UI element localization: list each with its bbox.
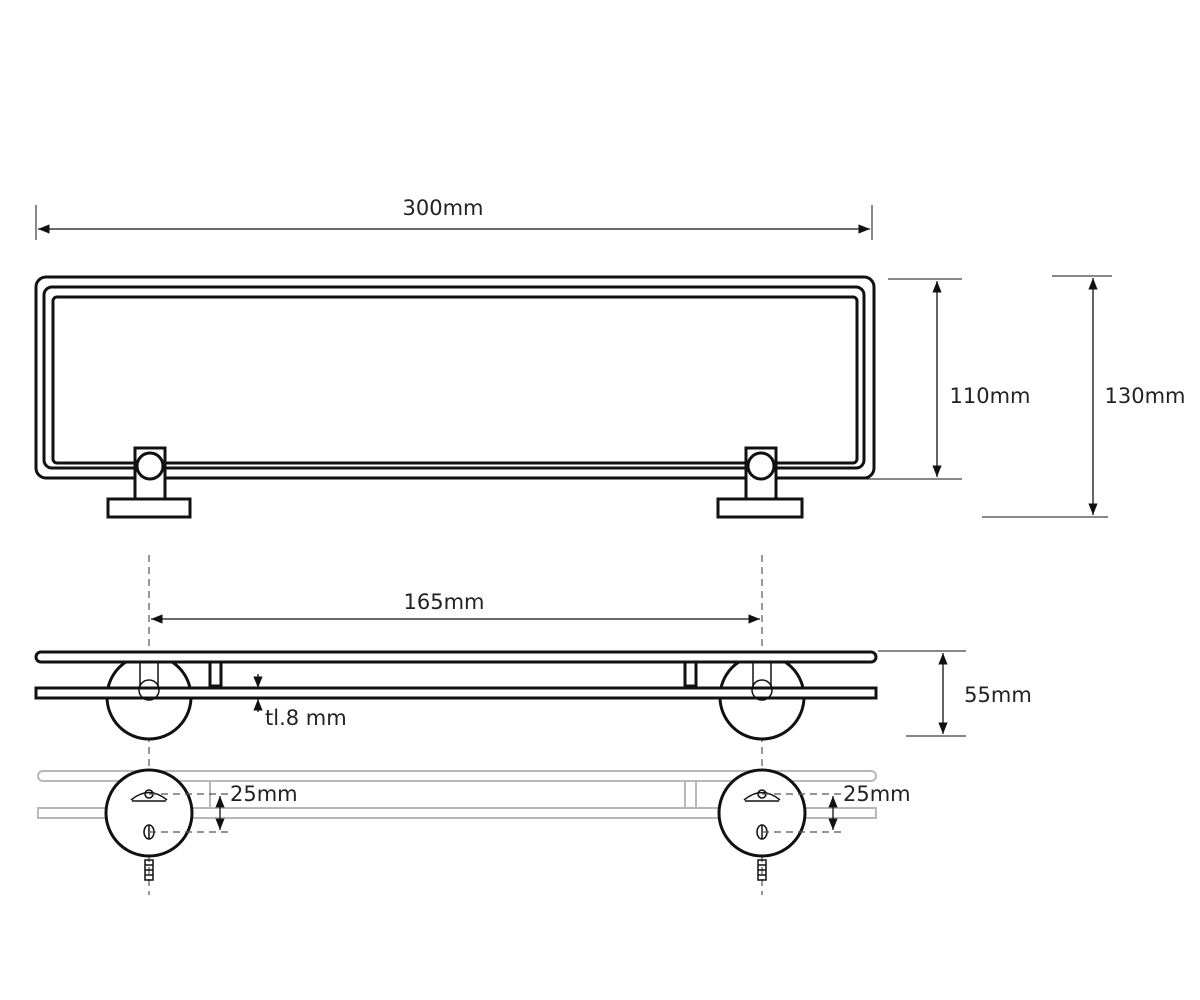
glass-depth-label: 110mm: [950, 384, 1031, 408]
rail-outline: [42, 285, 866, 470]
left-wall-plate: [104, 768, 194, 858]
left-screw: [144, 859, 154, 881]
right-bracket-top: [716, 446, 804, 519]
dimension-bracket-spacing: 165mm: [151, 590, 760, 624]
left-bracket-pin: [138, 679, 160, 701]
height-label: 55mm: [964, 683, 1032, 707]
glass-thickness-label: tl.8 mm: [265, 706, 347, 730]
overall-width-label: 300mm: [403, 196, 484, 220]
right-bracket-pin: [751, 679, 773, 701]
overall-depth-label: 130mm: [1105, 384, 1186, 408]
dimension-overall-depth: 130mm: [982, 275, 1186, 518]
mount-right-label: 25mm: [843, 782, 911, 806]
right-screw: [757, 859, 767, 881]
front-glass: [34, 686, 878, 700]
dimension-mount-right: 25mm: [762, 782, 911, 833]
left-bracket-top: [106, 446, 192, 519]
dimension-glass-depth: 110mm: [836, 278, 1031, 480]
front-rail: [34, 650, 878, 664]
right-rail-post: [683, 660, 698, 688]
front-view: 165mm tl.8 mm 55mm: [34, 590, 1032, 741]
mount-left-label: 25mm: [230, 782, 298, 806]
glass-shelf-outline: [34, 275, 876, 480]
dimension-mount-left: 25mm: [149, 782, 298, 833]
rail-inner-outline: [51, 295, 859, 465]
right-wall-plate: [717, 768, 807, 858]
dimension-height: 55mm: [878, 650, 1032, 737]
dimension-glass-thickness: tl.8 mm: [253, 674, 347, 730]
mounting-view: 25mm 25mm: [37, 768, 911, 881]
top-view: 300mm 110mm 130mm: [34, 196, 1186, 519]
left-rail-post: [208, 660, 223, 688]
bracket-spacing-label: 165mm: [404, 590, 485, 614]
dimension-overall-width: 300mm: [35, 196, 873, 240]
